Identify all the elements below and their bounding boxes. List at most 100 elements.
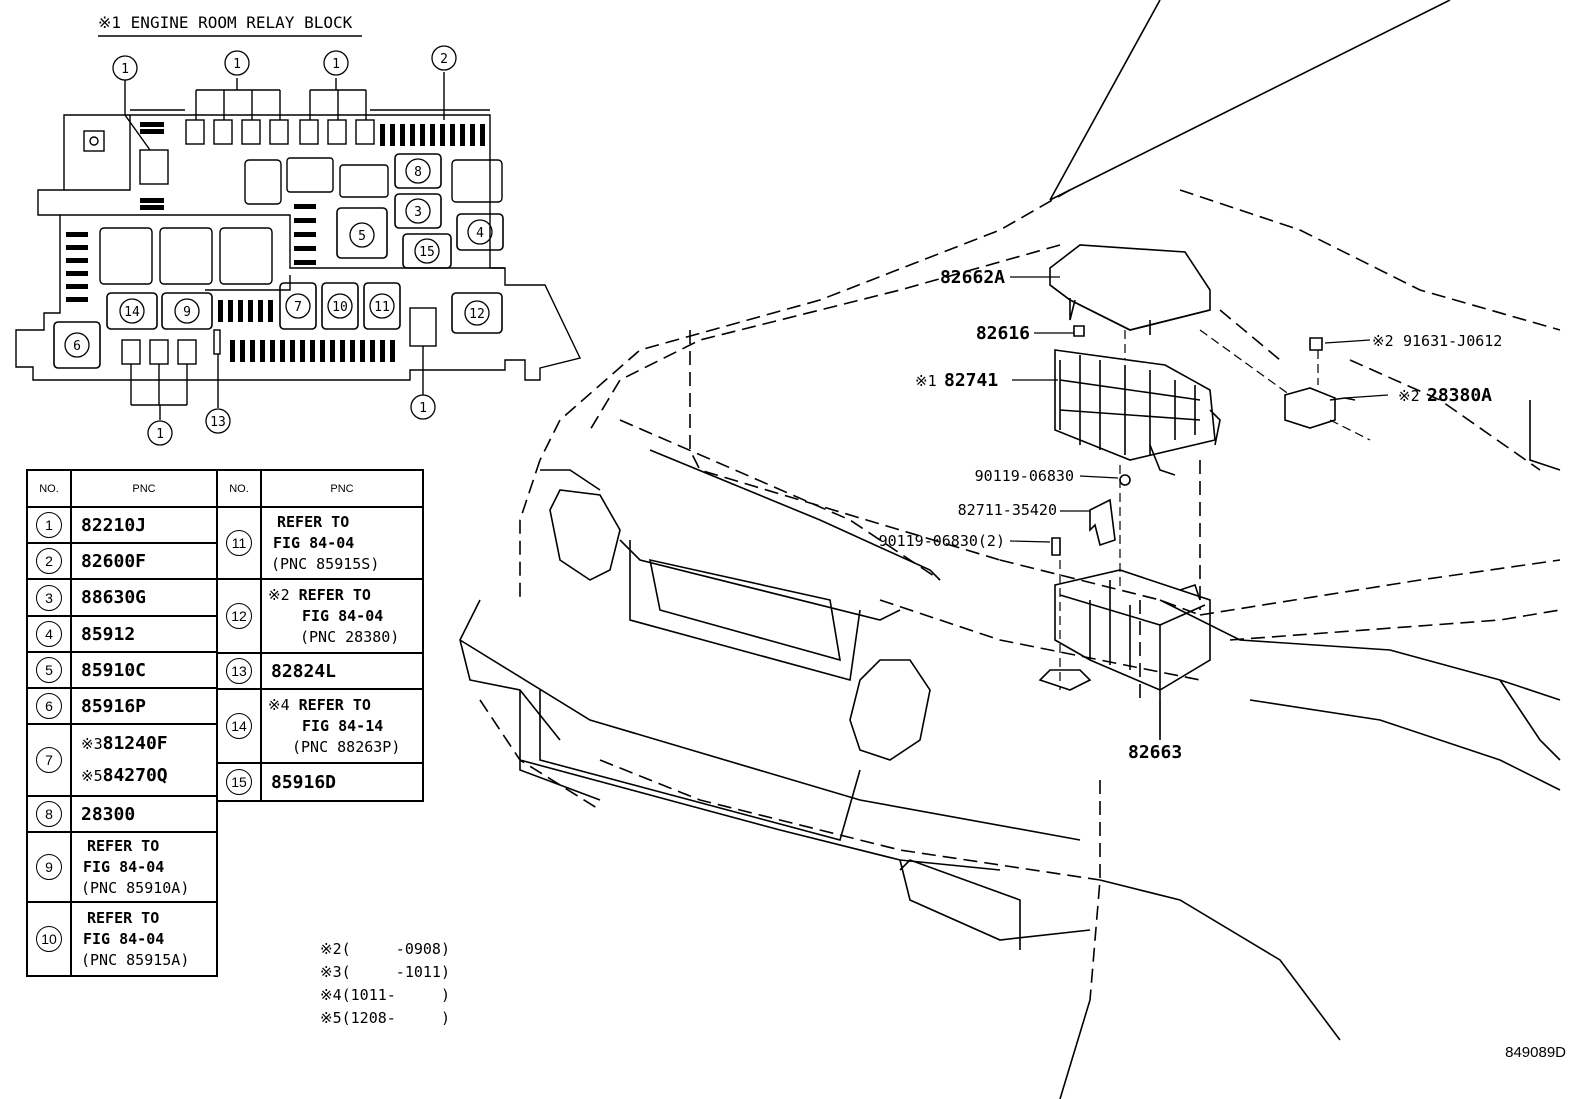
relay-block-schematic xyxy=(15,35,582,420)
relay-tray-82663 xyxy=(1038,569,1211,740)
slot-label: 6 xyxy=(73,339,81,354)
row-number: 12 xyxy=(226,603,252,629)
row-number: 11 xyxy=(226,530,252,556)
row-pnc: 82824L xyxy=(260,652,424,690)
row-number: 9 xyxy=(36,854,62,880)
row-line: (PNC 85915A) xyxy=(81,950,190,969)
row-pnc: 82600F xyxy=(70,542,218,580)
row-number: 2 xyxy=(36,548,62,574)
row-line: REFER TO xyxy=(277,512,350,531)
table-header-pnc: PNC xyxy=(70,469,218,508)
table-row: 9 REFER TO FIG 84-04 (PNC 85910A) xyxy=(26,831,218,903)
table-row: 5 85910C xyxy=(26,651,218,689)
row-line: FIG 84-04 xyxy=(83,857,165,876)
row-pnc: 85910C xyxy=(70,651,218,689)
slot-label: 5 xyxy=(358,229,366,244)
row-line: FIG 84-04 xyxy=(83,929,165,948)
row-mark: ※4 xyxy=(268,695,290,714)
note: ※3( -1011) xyxy=(320,963,450,981)
slot-label: 7 xyxy=(294,300,302,315)
part-labels: 82662A 82616 ※1 82741 90119-06830 82711-… xyxy=(879,267,1503,763)
row-line: REFER TO xyxy=(298,585,371,604)
row-number: 15 xyxy=(226,769,252,795)
bracket-82711 xyxy=(1089,498,1116,547)
row-line: REFER TO xyxy=(87,908,160,927)
row-number: 13 xyxy=(226,658,252,684)
table-row: 6 85916P xyxy=(26,687,218,725)
callout-label: 1 xyxy=(233,57,241,72)
slot-label: 14 xyxy=(124,305,140,320)
row-number: 6 xyxy=(36,693,62,719)
part-label-28380A: 28380A xyxy=(1427,385,1492,406)
slot-label: 9 xyxy=(183,305,191,320)
row-line: (PNC 85910A) xyxy=(81,878,190,897)
bolt-icons xyxy=(1051,325,1323,556)
row-number: 1 xyxy=(36,512,62,538)
part-label-82663: 82663 xyxy=(1128,742,1182,763)
slot-boxes xyxy=(53,153,504,369)
slot-label: 12 xyxy=(469,307,485,322)
callout-labels: 1 1 1 2 1 1 13 8 3 5 4 15 14 9 7 10 11 1… xyxy=(73,52,485,442)
slot-label: 15 xyxy=(419,245,435,260)
row-pnc: 28300 xyxy=(70,795,218,833)
relay-block-82741 xyxy=(1054,349,1221,476)
assembly-lines xyxy=(1059,329,1371,690)
table-row: 2 82600F xyxy=(26,542,218,580)
row-number: 5 xyxy=(36,657,62,683)
slot-label: 3 xyxy=(414,205,422,220)
table-row: 7 ※381240F ※584270Q xyxy=(26,723,218,797)
row-line: (PNC 85915S) xyxy=(271,554,380,573)
table-header-pnc: PNC xyxy=(260,469,424,508)
sensor-28380A xyxy=(1284,387,1356,429)
table-row: 10 REFER TO FIG 84-04 (PNC 85915A) xyxy=(26,901,218,977)
table-header-no: NO. xyxy=(26,469,72,508)
callout-label: 13 xyxy=(210,415,226,430)
part-label-91631: 91631-J0612 xyxy=(1403,332,1502,350)
part-label-82741: 82741 xyxy=(944,370,998,391)
part-label-90119-a: 90119-06830 xyxy=(975,467,1074,485)
part-label-82662A: 82662A xyxy=(940,267,1005,288)
note: ※5(1208- ) xyxy=(320,1009,450,1027)
table-row: 15 85916D xyxy=(216,762,424,802)
row-line: FIG 84-04 xyxy=(302,606,384,625)
row-pnc: 88630G xyxy=(70,578,218,617)
vehicle-outline xyxy=(479,189,1561,1001)
row-mark: ※3 xyxy=(81,735,103,753)
table-row: 3 88630G xyxy=(26,578,218,617)
row-line: (PNC 88263P) xyxy=(292,737,401,756)
table-row: 12 ※2 REFER TO FIG 84-04 (PNC 28380) xyxy=(216,578,424,654)
callout-label: 1 xyxy=(419,401,427,416)
row-pnc: 81240F xyxy=(102,733,168,754)
row-number: 8 xyxy=(36,801,62,827)
callout-label: 1 xyxy=(156,427,164,442)
table-row: 14 ※4 REFER TO FIG 84-14 (PNC 88263P) xyxy=(216,688,424,764)
applicability-notes: ※2( -0908) ※3( -1011) ※4(1011- ) ※5(1208… xyxy=(320,938,450,1030)
row-number: 7 xyxy=(36,747,62,773)
row-pnc: 85916P xyxy=(70,687,218,725)
row-line: FIG 84-14 xyxy=(302,716,384,735)
row-number: 10 xyxy=(36,926,62,952)
part-label-82616: 82616 xyxy=(976,323,1030,344)
table-row: 11 REFER TO FIG 84-04 (PNC 85915S) xyxy=(216,506,424,580)
row-number: 3 xyxy=(36,584,62,611)
note: ※4(1011- ) xyxy=(320,986,450,1004)
part-mark-28380A: ※2 xyxy=(1398,387,1420,405)
row-line: REFER TO xyxy=(298,695,371,714)
row-mark: ※5 xyxy=(81,767,103,785)
relay-cover-82662A xyxy=(1049,244,1211,335)
diagram-code: 849089D xyxy=(1505,1044,1566,1061)
slot-label: 4 xyxy=(476,226,484,241)
leader-lines xyxy=(1009,276,1389,735)
table-row: 13 82824L xyxy=(216,652,424,690)
table-header-no: NO. xyxy=(216,469,262,508)
row-pnc: 85916D xyxy=(260,762,424,802)
callout-label: 1 xyxy=(332,57,340,72)
part-mark-91631: ※2 xyxy=(1372,332,1394,350)
row-pnc: 82210J xyxy=(70,506,218,544)
slot-label: 11 xyxy=(374,300,390,315)
row-pnc: 85912 xyxy=(70,615,218,653)
row-pnc: 84270Q xyxy=(102,765,168,786)
relay-block-title: ※1 ENGINE ROOM RELAY BLOCK xyxy=(98,13,353,32)
